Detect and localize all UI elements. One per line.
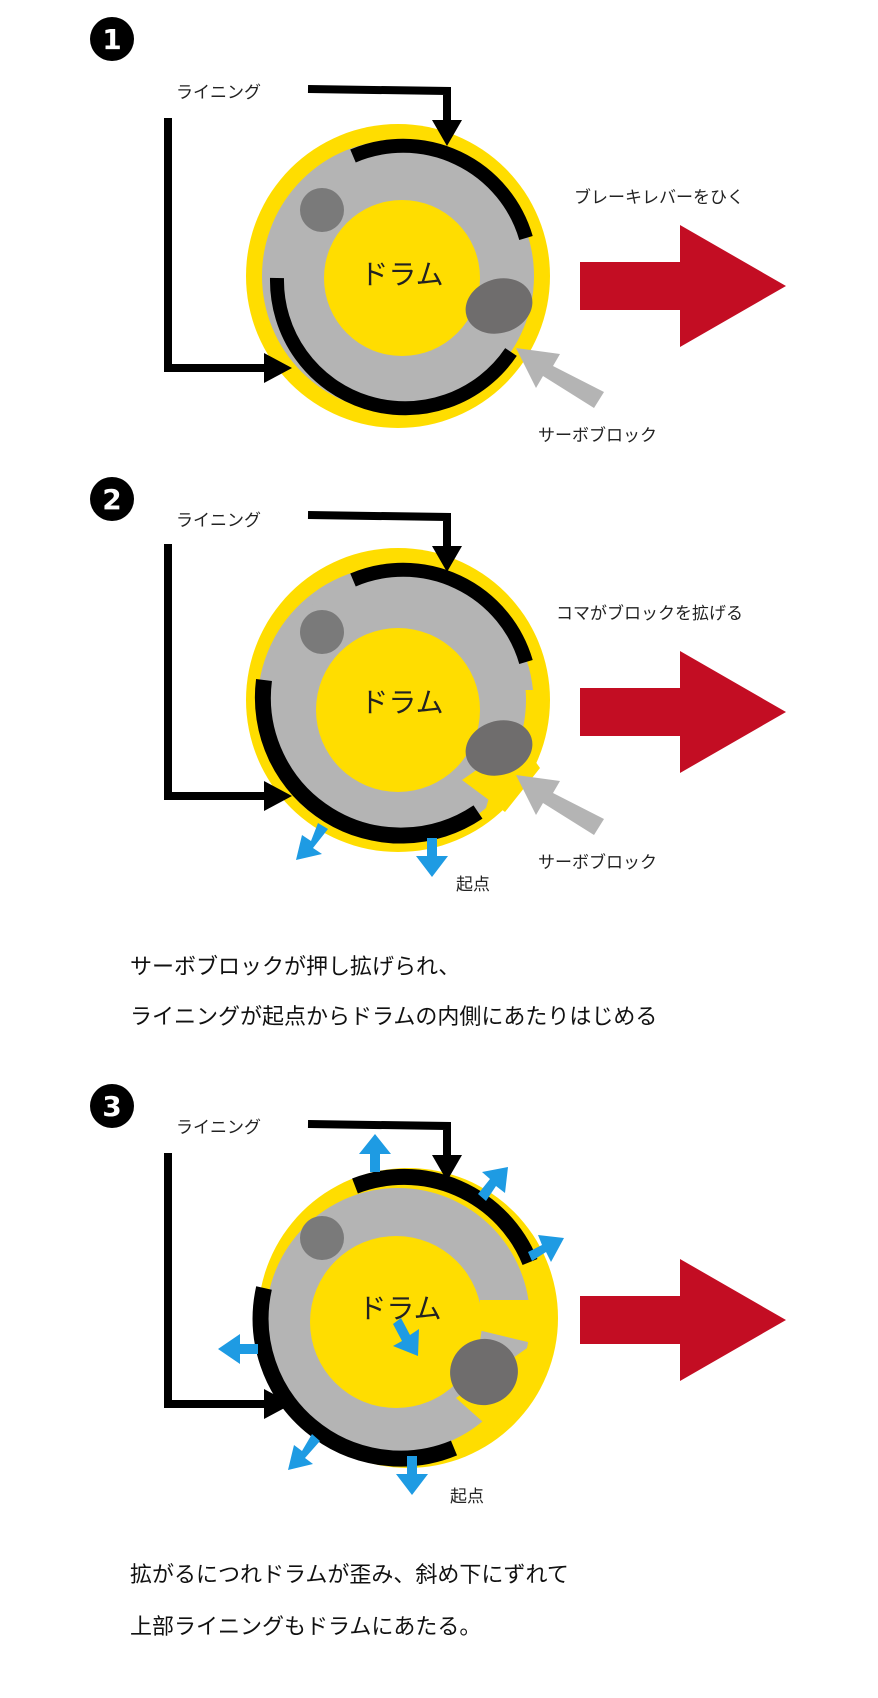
lining-upper [350, 562, 533, 665]
lining-pointer-top [307, 511, 451, 551]
anchor-pin [300, 1216, 344, 1260]
action-label: コマがブロックを拡げる [556, 603, 743, 624]
servo-pointer-arrow [516, 348, 604, 408]
origin-label: 起点 [456, 875, 490, 895]
lining-pointer-left [164, 1153, 268, 1408]
cam [465, 278, 533, 334]
step-number: 2 [102, 483, 121, 516]
lining-upper [352, 1168, 538, 1266]
lining-pointer-left [164, 118, 268, 372]
expansion-arrow [218, 1334, 258, 1364]
lining-lower [254, 678, 483, 844]
pull-arrow [580, 1259, 786, 1381]
caption-line: ライニングが起点からドラムの内側にあたりはじめる [130, 1005, 657, 1030]
step-number: 3 [102, 1090, 121, 1123]
caption-line: 拡がるにつれドラムが歪み、斜め下にずれて [130, 1563, 569, 1588]
servo-pointer-arrow [516, 775, 604, 835]
lining-pointer-left-head [264, 353, 292, 383]
anchor-pin [300, 610, 344, 654]
lining-pointer-top [307, 85, 451, 125]
expansion-arrow [478, 1167, 508, 1201]
panel-3: 3 ライニング ドラム [90, 1084, 786, 1507]
expansion-arrow [396, 1456, 428, 1495]
expansion-arrow [528, 1235, 564, 1262]
lining-lower [269, 277, 517, 416]
caption-line: サーボブロックが押し拡げられ、 [130, 955, 460, 980]
drum-shift-arrow [393, 1318, 419, 1356]
step-number-badge [90, 477, 134, 521]
caption-line: 上部ライニングもドラムにあたる。 [130, 1615, 481, 1640]
lining-label: ライニング [176, 1118, 261, 1138]
lining-pointer-left-head [264, 781, 292, 811]
servo-label: サーボブロック [538, 852, 657, 873]
expansion-arrow [416, 838, 448, 877]
pull-arrow [580, 225, 786, 347]
expansion-arrow [359, 1134, 391, 1172]
lining-pointer-top [307, 1120, 451, 1160]
drum-label: ドラム [360, 686, 443, 719]
expansion-arrow [296, 823, 328, 860]
pull-arrow [580, 651, 786, 773]
cam [450, 1338, 518, 1406]
lining-label: ライニング [176, 83, 261, 103]
drum-hub [316, 628, 480, 792]
panel-2: 2 ライニング ドラム 起点 コマがブロックを拡げる サーボブロック [90, 477, 786, 895]
lining-upper [350, 138, 533, 241]
lining-pointer-top-head [432, 1155, 462, 1181]
lining-pointer-left-head [264, 1389, 292, 1419]
step-number: 1 [102, 23, 121, 56]
servo-gap [478, 1300, 548, 1345]
step-number-badge [90, 17, 134, 61]
step-number-badge [90, 1084, 134, 1128]
expansion-arrow [288, 1434, 320, 1470]
panel-1: 1 ライニング ドラム ブレーキレバーをひく サーボブロック [90, 17, 786, 446]
servo-label: サーボブロック [538, 425, 657, 446]
anchor-pin [300, 188, 344, 232]
lining-pointer-top-head [432, 120, 462, 146]
cam [465, 720, 533, 776]
action-label: ブレーキレバーをひく [574, 187, 744, 208]
drum-label: ドラム [360, 258, 443, 291]
origin-label: 起点 [450, 1487, 484, 1507]
lining-pointer-left [164, 544, 268, 800]
lining-pointer-top-head [432, 546, 462, 572]
lining-label: ライニング [176, 511, 261, 531]
drum-hub [324, 200, 480, 356]
